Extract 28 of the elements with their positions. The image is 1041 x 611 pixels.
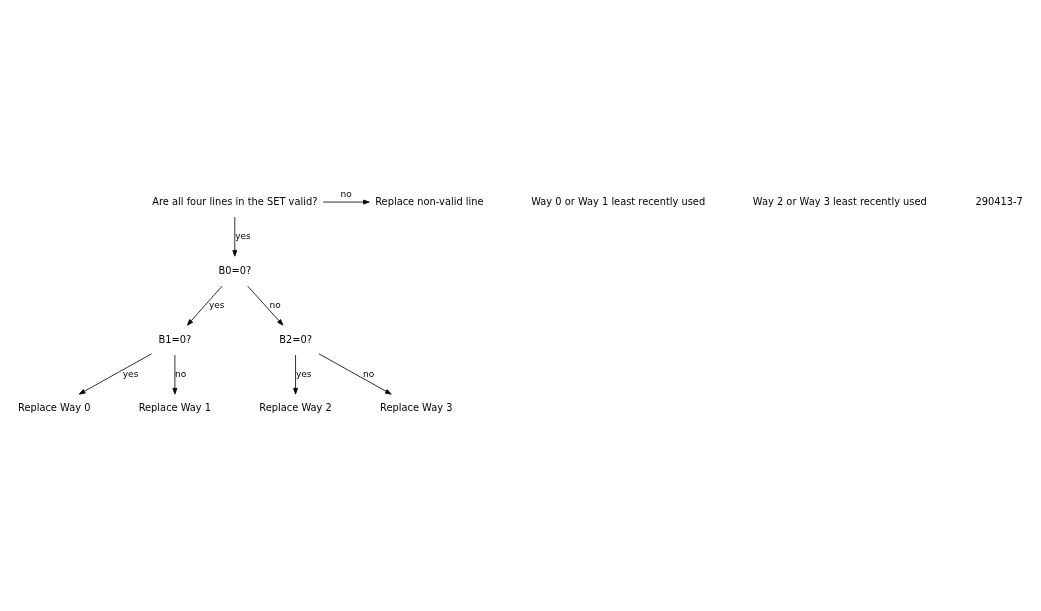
node-text: B0=0?: [218, 264, 252, 276]
label: 290413-7: [975, 195, 1023, 207]
label: Way 2 or Way 3 least recently used: [752, 195, 927, 207]
arrow: [232, 216, 238, 257]
node-text: Are all four lines in the SET valid?: [152, 195, 318, 207]
arrow: [172, 354, 178, 395]
arrow: [247, 285, 284, 326]
node-text: Replace Way 2: [259, 402, 332, 414]
edge-label: yes: [208, 299, 225, 310]
node-text: B1=0?: [158, 333, 192, 345]
edge-label: yes: [295, 368, 312, 379]
arrow: [322, 199, 370, 205]
edge-label: no: [340, 188, 352, 199]
arrow: [293, 354, 298, 395]
node-text: B2=0?: [279, 333, 312, 345]
arrow: [186, 285, 223, 326]
label: Way 0 or Way 1 least recently used: [531, 195, 706, 207]
edge-label: yes: [235, 230, 251, 241]
arrow: [318, 353, 392, 395]
node-text: Replace Way 0: [17, 402, 91, 414]
node-text: Replace Way 3: [380, 402, 453, 414]
edge-label: no: [175, 368, 187, 379]
edge-label: yes: [122, 368, 139, 379]
node-text: Replace non-valid line: [375, 195, 484, 207]
edge-label: no: [363, 368, 375, 379]
edge-label: no: [269, 299, 281, 310]
node-text: Replace Way 1: [138, 402, 212, 414]
arrow: [78, 353, 153, 395]
